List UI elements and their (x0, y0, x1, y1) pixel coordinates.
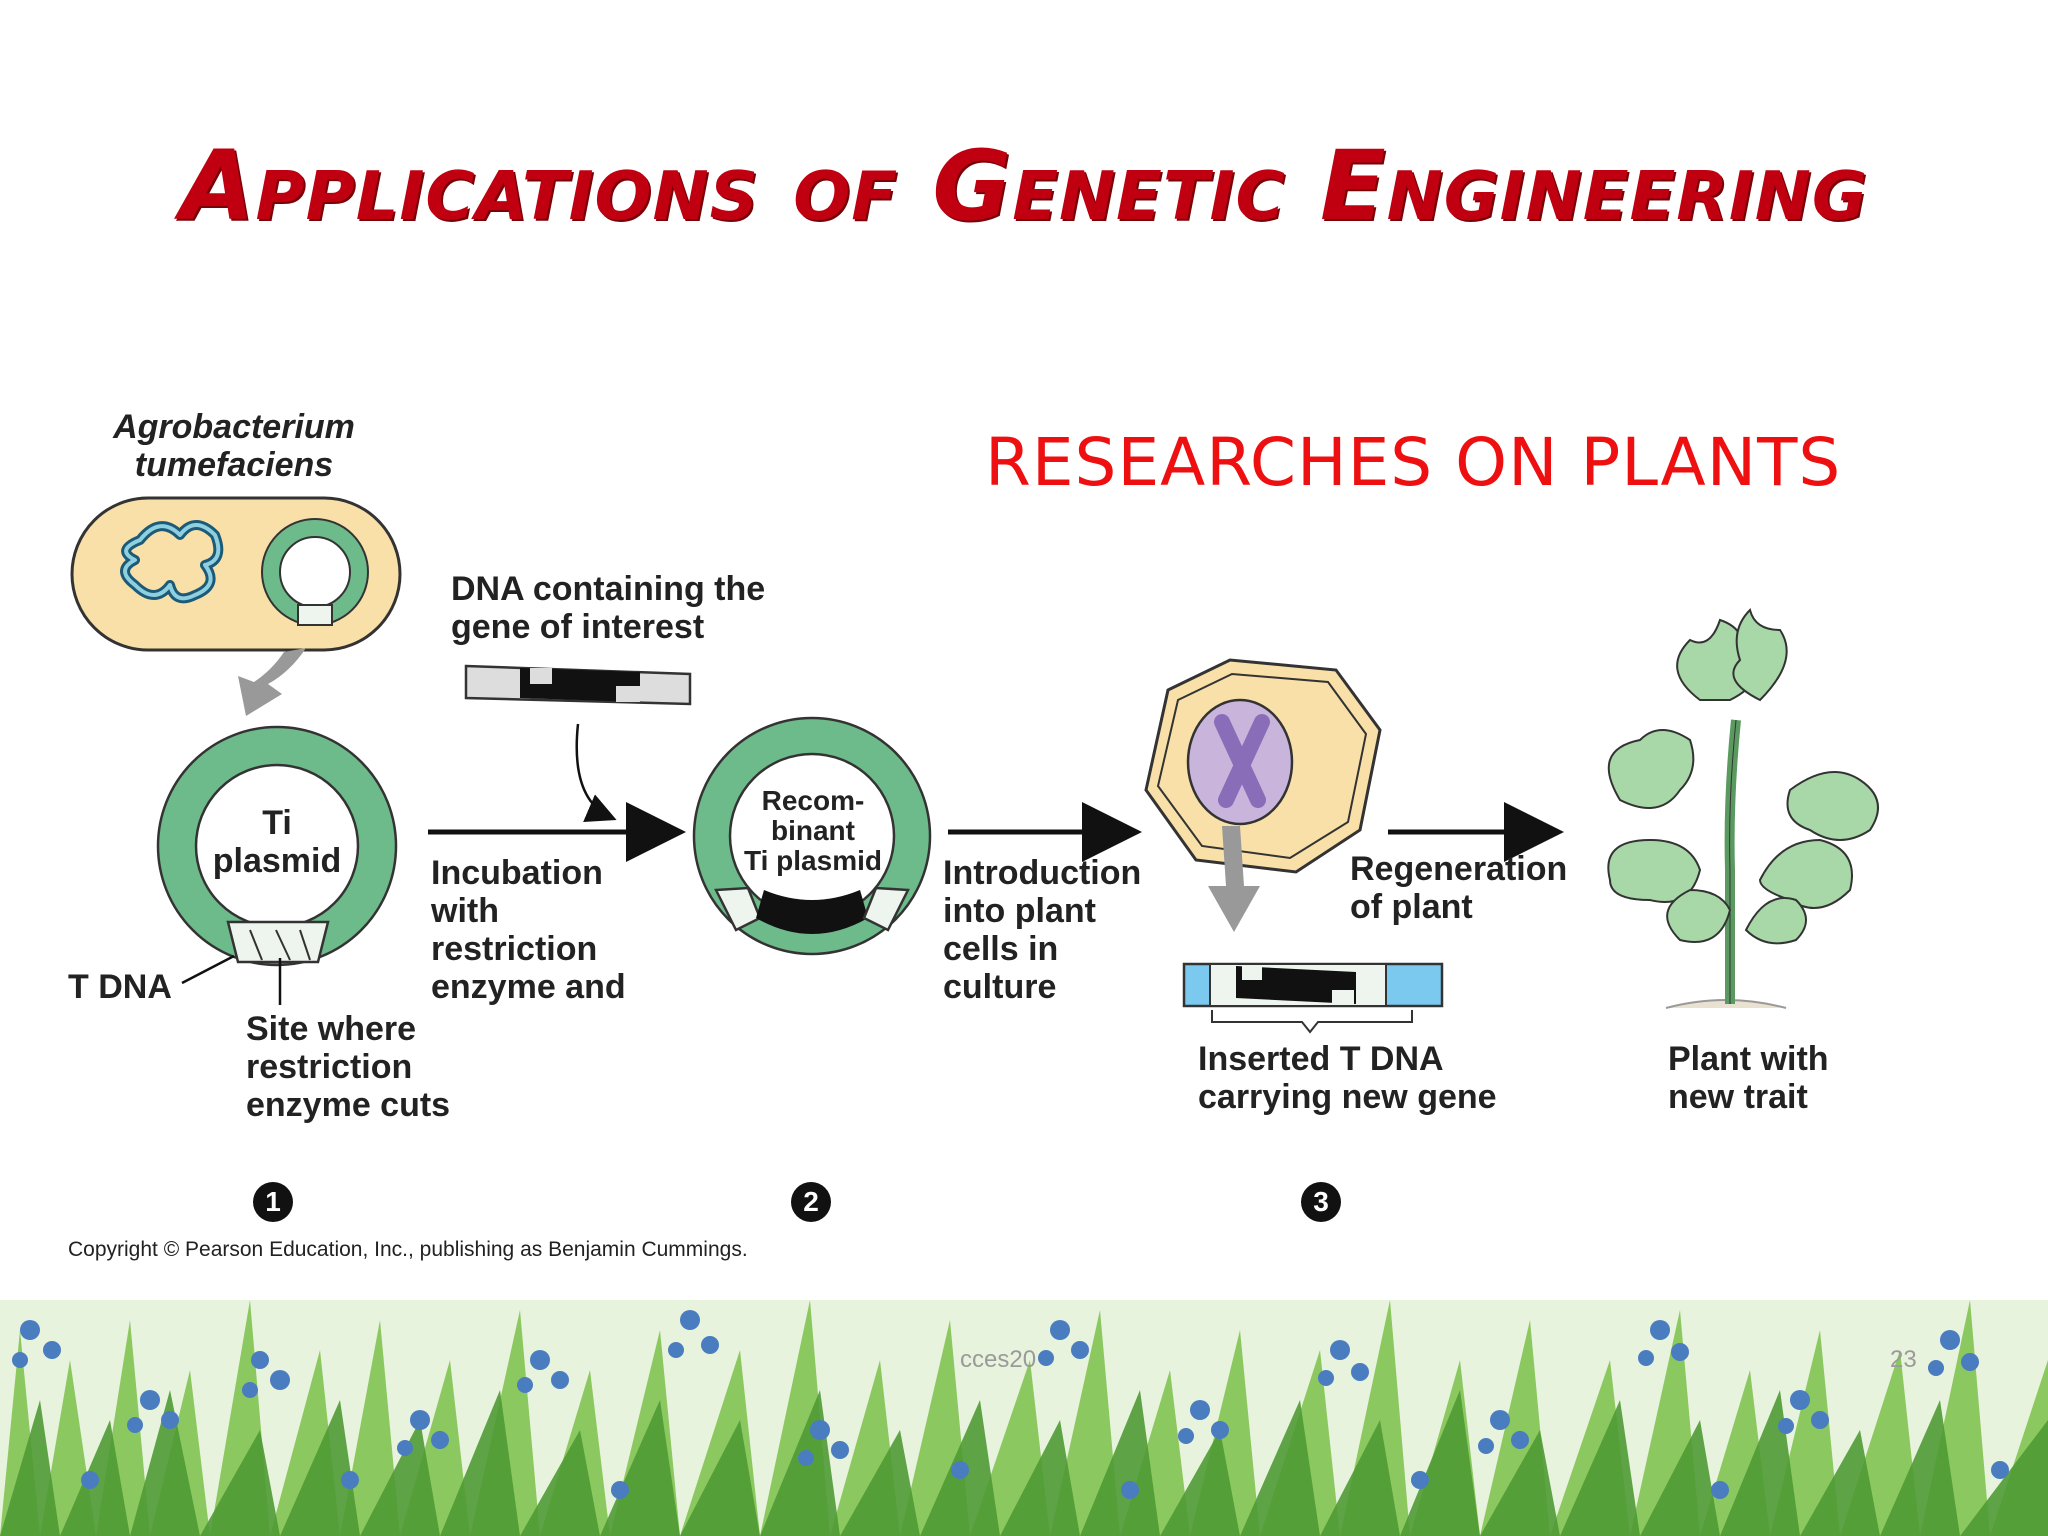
label-line: binant (771, 815, 855, 846)
label-line: Ti plasmid (744, 845, 882, 876)
label-line: DNA containing the (451, 570, 766, 608)
label-line: Site where (246, 1010, 417, 1048)
dna-fragment (464, 664, 692, 706)
plant-illustration (1607, 608, 1879, 1009)
recombinant-ti-plasmid (692, 716, 932, 956)
step-number-1: 1 (265, 1186, 281, 1217)
inserted-tdna (1182, 962, 1444, 1034)
ti-plasmid (156, 725, 398, 967)
label-line: tumefaciens (134, 446, 334, 484)
copyright-text: Copyright © Pearson Education, Inc., pub… (68, 1238, 748, 1261)
incubation-label: Incubation with restriction enzyme and (431, 854, 626, 1006)
recombinant-label: Recom- binant Ti plasmid (733, 786, 893, 876)
label-line: new trait (1668, 1078, 1808, 1116)
dna-insert-arrow (575, 723, 617, 822)
slide-title: Applications of Genetic Engineering (180, 130, 1868, 242)
label-line: carrying new gene (1198, 1078, 1497, 1116)
grey-arrow-down-1 (238, 648, 306, 716)
slide-number: 23 (1890, 1346, 1917, 1373)
label-line: Recom- (761, 785, 865, 816)
site-label: Site where restriction enzyme cuts (246, 1010, 450, 1124)
footer-left: cces20 (960, 1346, 1037, 1373)
label-line: enzyme and (431, 968, 626, 1006)
label-line: Introduction (943, 854, 1142, 892)
tdna-label: T DNA (68, 968, 172, 1006)
dna-label: DNA containing the gene of interest (451, 570, 765, 646)
label-line: cells in (943, 930, 1059, 968)
slide-subtitle: RESEARCHES ON PLANTS (985, 424, 1842, 501)
label-line: restriction (431, 930, 598, 968)
tdna-pointer (181, 954, 235, 985)
label-line: into plant (943, 892, 1096, 930)
label-line: culture (943, 968, 1057, 1006)
step-markers (253, 1182, 1341, 1222)
label-line: gene of interest (451, 608, 705, 646)
agrobacterium-label: Agrobacterium tumefaciens (104, 408, 364, 484)
label-line: restriction (246, 1048, 413, 1086)
meadow-decoration (0, 1300, 2048, 1536)
label-line: Inserted T DNA (1198, 1040, 1444, 1078)
regeneration-label: Regeneration of plant (1350, 850, 1567, 926)
label-line: Incubation (431, 854, 603, 892)
introduction-label: Introduction into plant cells in culture (943, 854, 1141, 1006)
grey-arrow-down-2 (1208, 826, 1260, 932)
label-line: plasmid (212, 842, 342, 880)
step-number-2: 2 (803, 1186, 819, 1217)
label-line: Plant with (1668, 1040, 1829, 1078)
label-line: Ti (262, 804, 292, 842)
ti-plasmid-label: Ti plasmid (207, 804, 347, 880)
label-line: enzyme cuts (246, 1086, 451, 1124)
agrobacterium-cell (70, 496, 402, 652)
plant-cell (1144, 658, 1382, 874)
inserted-tdna-label: Inserted T DNA carrying new gene (1198, 1040, 1497, 1116)
label-line: of plant (1350, 888, 1473, 926)
label-line: with (431, 892, 499, 930)
label-line: Regeneration (1350, 850, 1568, 888)
label-line: Agrobacterium (113, 408, 355, 446)
plant-label: Plant with new trait (1668, 1040, 1829, 1116)
step-number-3: 3 (1313, 1186, 1329, 1217)
